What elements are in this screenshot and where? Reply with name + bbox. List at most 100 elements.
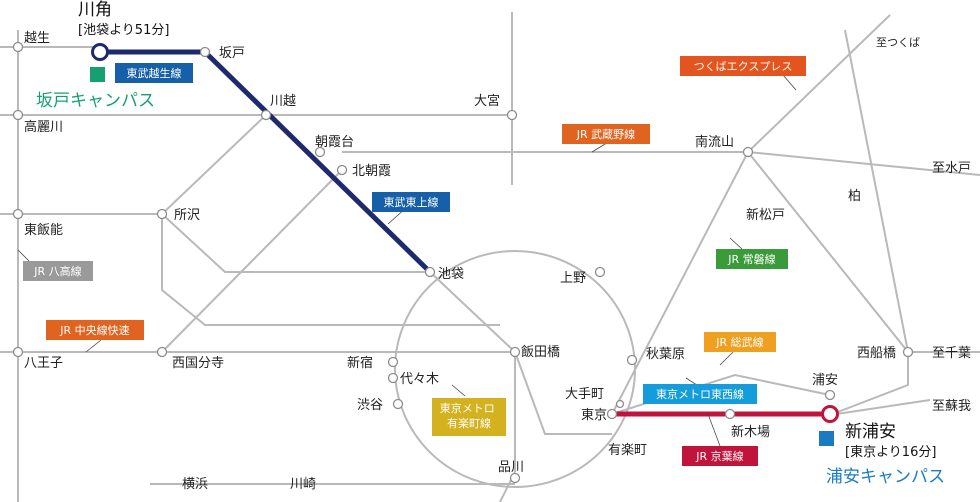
- name-iidabashi: 飯田橋: [521, 345, 560, 360]
- name-shibuya: 渋谷: [357, 398, 383, 413]
- name-otemachi: 大手町: [565, 387, 604, 402]
- name-yurakucho: 有楽町: [608, 442, 647, 458]
- dir-chiba: 至千葉: [932, 346, 971, 361]
- station-omiya[interactable]: [506, 109, 518, 121]
- name-koshio: 越生: [24, 31, 50, 46]
- station-higashihanno[interactable]: [12, 208, 24, 220]
- name-ikebukuro: 池袋: [438, 267, 464, 282]
- label-musashino-bg: [562, 124, 650, 144]
- name-kawasaki: 川崎: [290, 477, 316, 492]
- station-otemachi[interactable]: [615, 399, 625, 409]
- name-shinagawa: 品川: [498, 460, 524, 475]
- name-yoyogi: 代々木: [400, 372, 439, 387]
- name-kawakado-time: [池袋より51分]: [78, 23, 169, 38]
- name-shinurayasu-time: [東京より16分]: [845, 444, 936, 460]
- campus-sakado-label[interactable]: 坂戸キャンパス: [36, 91, 155, 111]
- label-tx-bg: [680, 56, 806, 76]
- rail-joban: [747, 151, 980, 176]
- station-tokorozawa[interactable]: [156, 208, 168, 220]
- name-kokubunji: 西国分寺: [172, 356, 224, 371]
- dir-tsukuba: 至つくば: [876, 36, 920, 49]
- dir-soga: 至蘇我: [932, 399, 971, 414]
- name-omiya: 大宮: [474, 93, 500, 109]
- station-minaminagareyama[interactable]: [742, 146, 754, 158]
- name-shinjuku: 新宿: [347, 355, 373, 371]
- label-ogose[interactable]: 東武越生線: [127, 66, 182, 80]
- label-hachiko[interactable]: JR 八高線: [33, 264, 81, 278]
- direction-labels: 至つくば 至水戸 柏 至千葉 至蘇我: [848, 36, 971, 414]
- rail-seibu-ikebukuro: [0, 213, 430, 273]
- sakado-campus-marker[interactable]: [90, 67, 105, 82]
- station-nishifunabashi[interactable]: [902, 346, 914, 358]
- label-musashino[interactable]: JR 武蔵野線: [576, 127, 635, 141]
- label-yurakucho[interactable]: 東京メトロ 有楽町線: [440, 401, 499, 430]
- name-tokyo: 東京: [581, 407, 607, 423]
- name-shinkiba: 新木場: [731, 424, 770, 440]
- urayasu-campus-marker[interactable]: [819, 431, 834, 446]
- name-ueno: 上野: [560, 271, 586, 286]
- rail-seibu-shinjuku: [161, 114, 500, 326]
- campus-urayasu-label[interactable]: 浦安キャンパス: [826, 467, 945, 487]
- name-komagawa: 高麗川: [24, 119, 63, 135]
- station-shinjuku[interactable]: [387, 356, 399, 368]
- station-urayasu[interactable]: [824, 389, 836, 401]
- label-sobu[interactable]: JR 総武線: [715, 335, 763, 349]
- station-koshio[interactable]: [12, 41, 24, 53]
- name-akihabara: 秋葉原: [646, 347, 685, 362]
- label-tsukuba-express[interactable]: つくばエクスプレス: [694, 60, 793, 73]
- station-kitaasaka[interactable]: [336, 164, 348, 176]
- name-higashihanno: 東飯能: [24, 222, 63, 238]
- name-nishifunabashi: 西船橋: [857, 346, 896, 361]
- label-hachiko-bg: [23, 261, 93, 281]
- label-sobu-bg: [704, 332, 776, 352]
- station-shinurayasu[interactable]: [821, 405, 839, 423]
- station-kawagoe[interactable]: [260, 109, 272, 121]
- rail-ikebukuro-tokyo: [514, 351, 612, 435]
- rail-musashino-south: [161, 169, 343, 353]
- station-akihabara[interactable]: [626, 354, 638, 366]
- rail-keiyo-east: [829, 399, 931, 416]
- label-yurakucho-bg: [432, 398, 506, 436]
- dir-kashiwa: 柏: [848, 189, 861, 204]
- yamanote-loop: [394, 250, 636, 488]
- label-joban-bg: [716, 249, 788, 269]
- label-joban[interactable]: JR 常磐線: [727, 252, 775, 266]
- label-keiyo-bg: [682, 446, 758, 466]
- name-yokohama: 横浜: [182, 477, 208, 492]
- line-labels: 東武越生線 つくばエクスプレス JR 武蔵野線 東武東上線 JR 常磐線 JR …: [23, 56, 806, 466]
- label-tozai[interactable]: 東京メトロ東西線: [656, 387, 744, 401]
- name-kawagoe: 川越: [270, 94, 296, 109]
- station-asakadai[interactable]: [314, 146, 326, 158]
- tobu-tojo-line: [203, 50, 432, 274]
- station-sakado[interactable]: [199, 46, 211, 58]
- rail-saikyo: [429, 271, 516, 353]
- name-urayasu: 浦安: [812, 373, 838, 388]
- name-minaminagareyama: 南流山: [695, 134, 734, 150]
- station-kokubunji[interactable]: [156, 346, 168, 358]
- name-shinurayasu: 新浦安: [845, 422, 896, 442]
- name-hachioji: 八王子: [24, 356, 63, 371]
- station-tokyo[interactable]: [606, 408, 618, 420]
- station-yoyogi[interactable]: [387, 372, 399, 384]
- station-iidabashi[interactable]: [509, 346, 521, 358]
- station-hachioji[interactable]: [12, 346, 24, 358]
- station-komagawa[interactable]: [12, 109, 24, 121]
- label-tojo-bg: [372, 192, 450, 212]
- rail-joban-north: [844, 29, 909, 353]
- label-ogose-bg: [115, 63, 193, 83]
- label-tozai-bg: [643, 384, 757, 404]
- stations: [12, 41, 914, 484]
- name-sakado: 坂戸: [219, 46, 245, 61]
- label-tojo[interactable]: 東武東上線: [384, 195, 439, 209]
- station-shinagawa[interactable]: [509, 472, 521, 484]
- station-ikebukuro[interactable]: [424, 266, 436, 278]
- label-chuo-bg: [46, 320, 144, 340]
- dir-mito: 至水戸: [932, 161, 971, 176]
- label-keiyo[interactable]: JR 京葉線: [695, 449, 743, 463]
- label-chuo[interactable]: JR 中央線快速: [59, 323, 129, 337]
- name-kitaasaka: 北朝霞: [352, 164, 391, 179]
- station-shinkiba[interactable]: [724, 408, 736, 420]
- station-ueno[interactable]: [594, 266, 606, 278]
- station-kawakado[interactable]: [91, 43, 109, 61]
- station-shibuya[interactable]: [392, 398, 404, 410]
